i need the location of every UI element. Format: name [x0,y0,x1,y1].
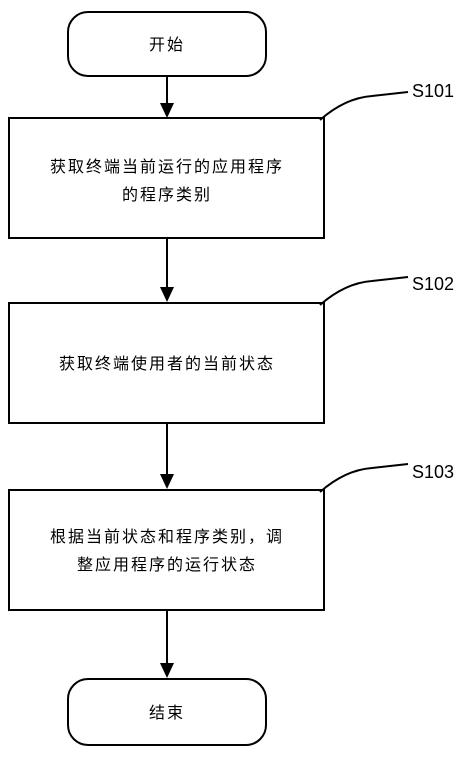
process-step-s103: 根据当前状态和程序类别，调 整应用程序的运行状态 [8,489,325,611]
arrow-s101-to-s102 [160,238,174,302]
step-s103-id: S103 [412,462,454,482]
start-label: 开始 [149,35,185,54]
step-s101-id: S101 [412,81,454,101]
step-s101-line-1: 获取终端当前运行的应用程序 [50,157,284,176]
process-step-s101: 获取终端当前运行的应用程序 的程序类别 [8,117,325,239]
step-s102-id: S102 [412,274,454,294]
arrow-start-to-s101 [160,76,174,118]
step-s103-line-2: 整应用程序的运行状态 [77,555,257,574]
arrow-s103-to-end [160,610,174,678]
step-s101-line-2: 的程序类别 [122,185,212,204]
step-s102-line-1: 获取终端使用者的当前状态 [59,354,275,373]
step-s101-callout: S101 [319,81,454,121]
step-s102-callout: S102 [319,274,454,306]
process-step-s102: 获取终端使用者的当前状态 [8,302,325,424]
step-s103-line-1: 根据当前状态和程序类别，调 [50,527,284,546]
end-label: 结束 [149,703,185,722]
arrow-s102-to-s103 [160,423,174,489]
start-node: 开始 [67,11,267,77]
step-s103-callout: S103 [319,462,454,493]
end-node: 结束 [67,678,267,746]
